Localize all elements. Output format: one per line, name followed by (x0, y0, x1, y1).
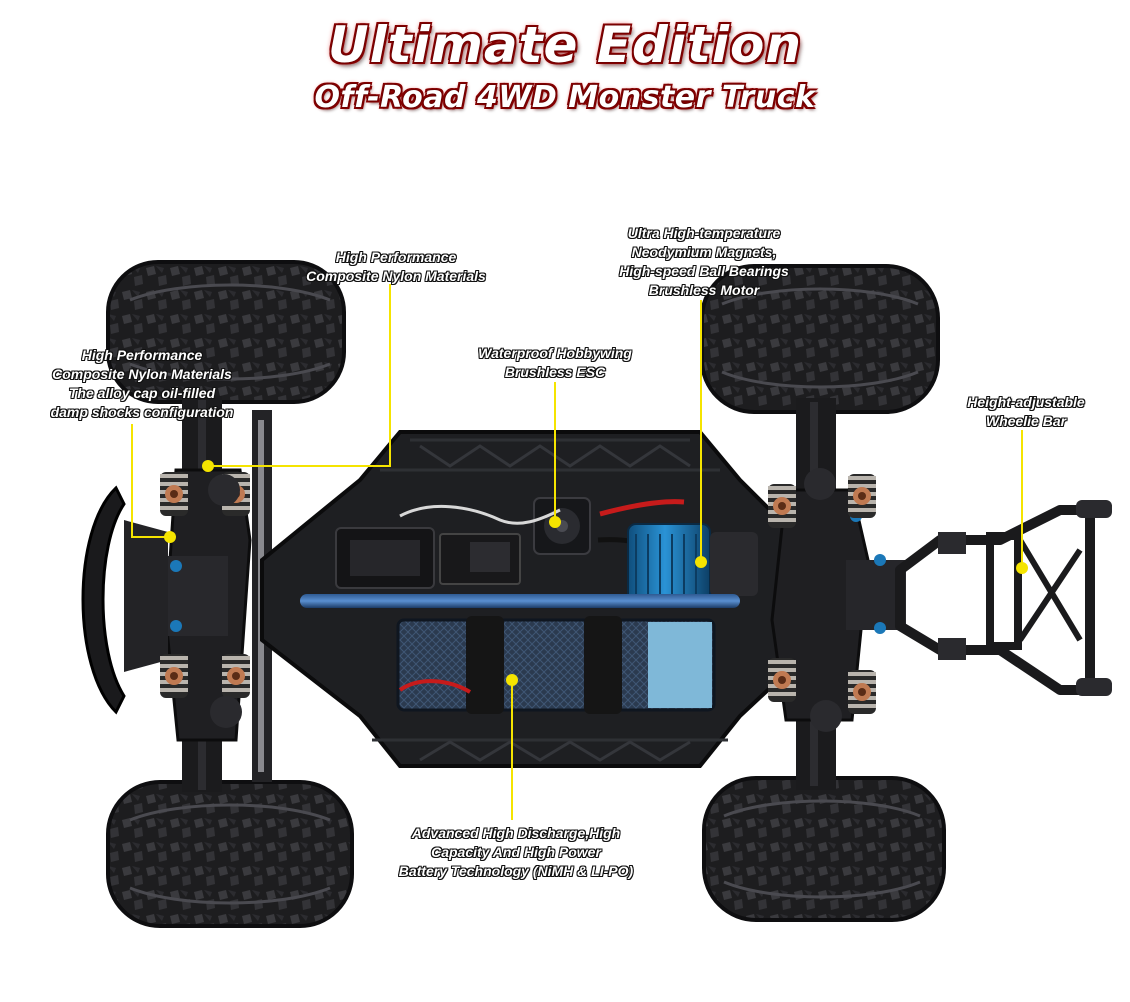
callout-line: High-speed Ball Bearings (619, 263, 789, 279)
callout-line: Composite Nylon Materials (306, 268, 486, 284)
callout-line: The alloy cap oil-filled (68, 385, 216, 401)
callout-line: Capacity And High Power (431, 844, 601, 860)
rear-shock-spring-2 (846, 472, 878, 520)
tire-rear-right (702, 776, 946, 922)
rear-mount-cap-1 (804, 468, 836, 500)
callout-line: Advanced High Discharge,High (411, 825, 621, 841)
callout-wheelie-bar: Height-adjustable Wheelie Bar (946, 393, 1106, 431)
battery-pack (396, 616, 716, 714)
callout-esc: Waterproof Hobbywing Brushless ESC (450, 344, 660, 382)
servo (335, 527, 435, 589)
servo-wire (399, 505, 561, 525)
receiver (439, 533, 521, 585)
rear-suspension (770, 398, 906, 790)
tire-front-left (106, 260, 346, 404)
brushless-motor (627, 523, 758, 605)
front-shock-spring-1 (158, 470, 190, 518)
rear-mount-cap-2 (810, 700, 842, 732)
callout-motor: Ultra High-temperature Neodymium Magnets… (598, 224, 810, 300)
callout-line: Waterproof Hobbywing (478, 345, 632, 361)
callout-line: High Performance (81, 347, 203, 363)
callout-line: Composite Nylon Materials (52, 366, 232, 382)
front-shock-spring-3 (158, 652, 190, 700)
callout-line: Brushless ESC (504, 364, 606, 380)
callout-nylon-materials: High Performance Composite Nylon Materia… (286, 248, 506, 286)
callout-dots (164, 460, 1028, 686)
center-driveshaft (300, 594, 740, 608)
rear-shock-spring-4 (846, 668, 878, 716)
front-bumper (81, 485, 168, 715)
callout-battery: Advanced High Discharge,High Capacity An… (380, 824, 652, 881)
callout-line: High Performance (335, 249, 457, 265)
esc-fan (533, 497, 591, 555)
rear-shock-spring-1 (766, 482, 798, 530)
front-suspension (164, 396, 272, 792)
rear-shock-spring-3 (766, 656, 798, 704)
callout-line: Neodymium Magnets, (631, 244, 777, 260)
callout-line: Brushless Motor (648, 282, 760, 298)
tire-rear-left (106, 780, 354, 928)
wheelie-bar (895, 500, 1112, 696)
headline-subtitle: Off-Road 4WD Monster Truck (314, 80, 816, 115)
callout-line: Ultra High-temperature (627, 225, 781, 241)
front-shock-spring-4 (220, 652, 252, 700)
front-mount-cap-1 (208, 474, 240, 506)
headline-title: Ultimate Edition (328, 16, 802, 74)
front-mount-cap-2 (210, 696, 242, 728)
callout-line: Battery Technology (NiMH & LI-PO) (398, 863, 634, 879)
callout-nylon-shocks: High Performance Composite Nylon Materia… (30, 346, 254, 422)
callout-line: Wheelie Bar (985, 413, 1067, 429)
power-wire-red (599, 499, 685, 517)
callout-leader-lines (131, 284, 1023, 820)
callout-line: damp shocks configuration (50, 404, 234, 420)
callout-line: Height-adjustable (967, 394, 1085, 410)
